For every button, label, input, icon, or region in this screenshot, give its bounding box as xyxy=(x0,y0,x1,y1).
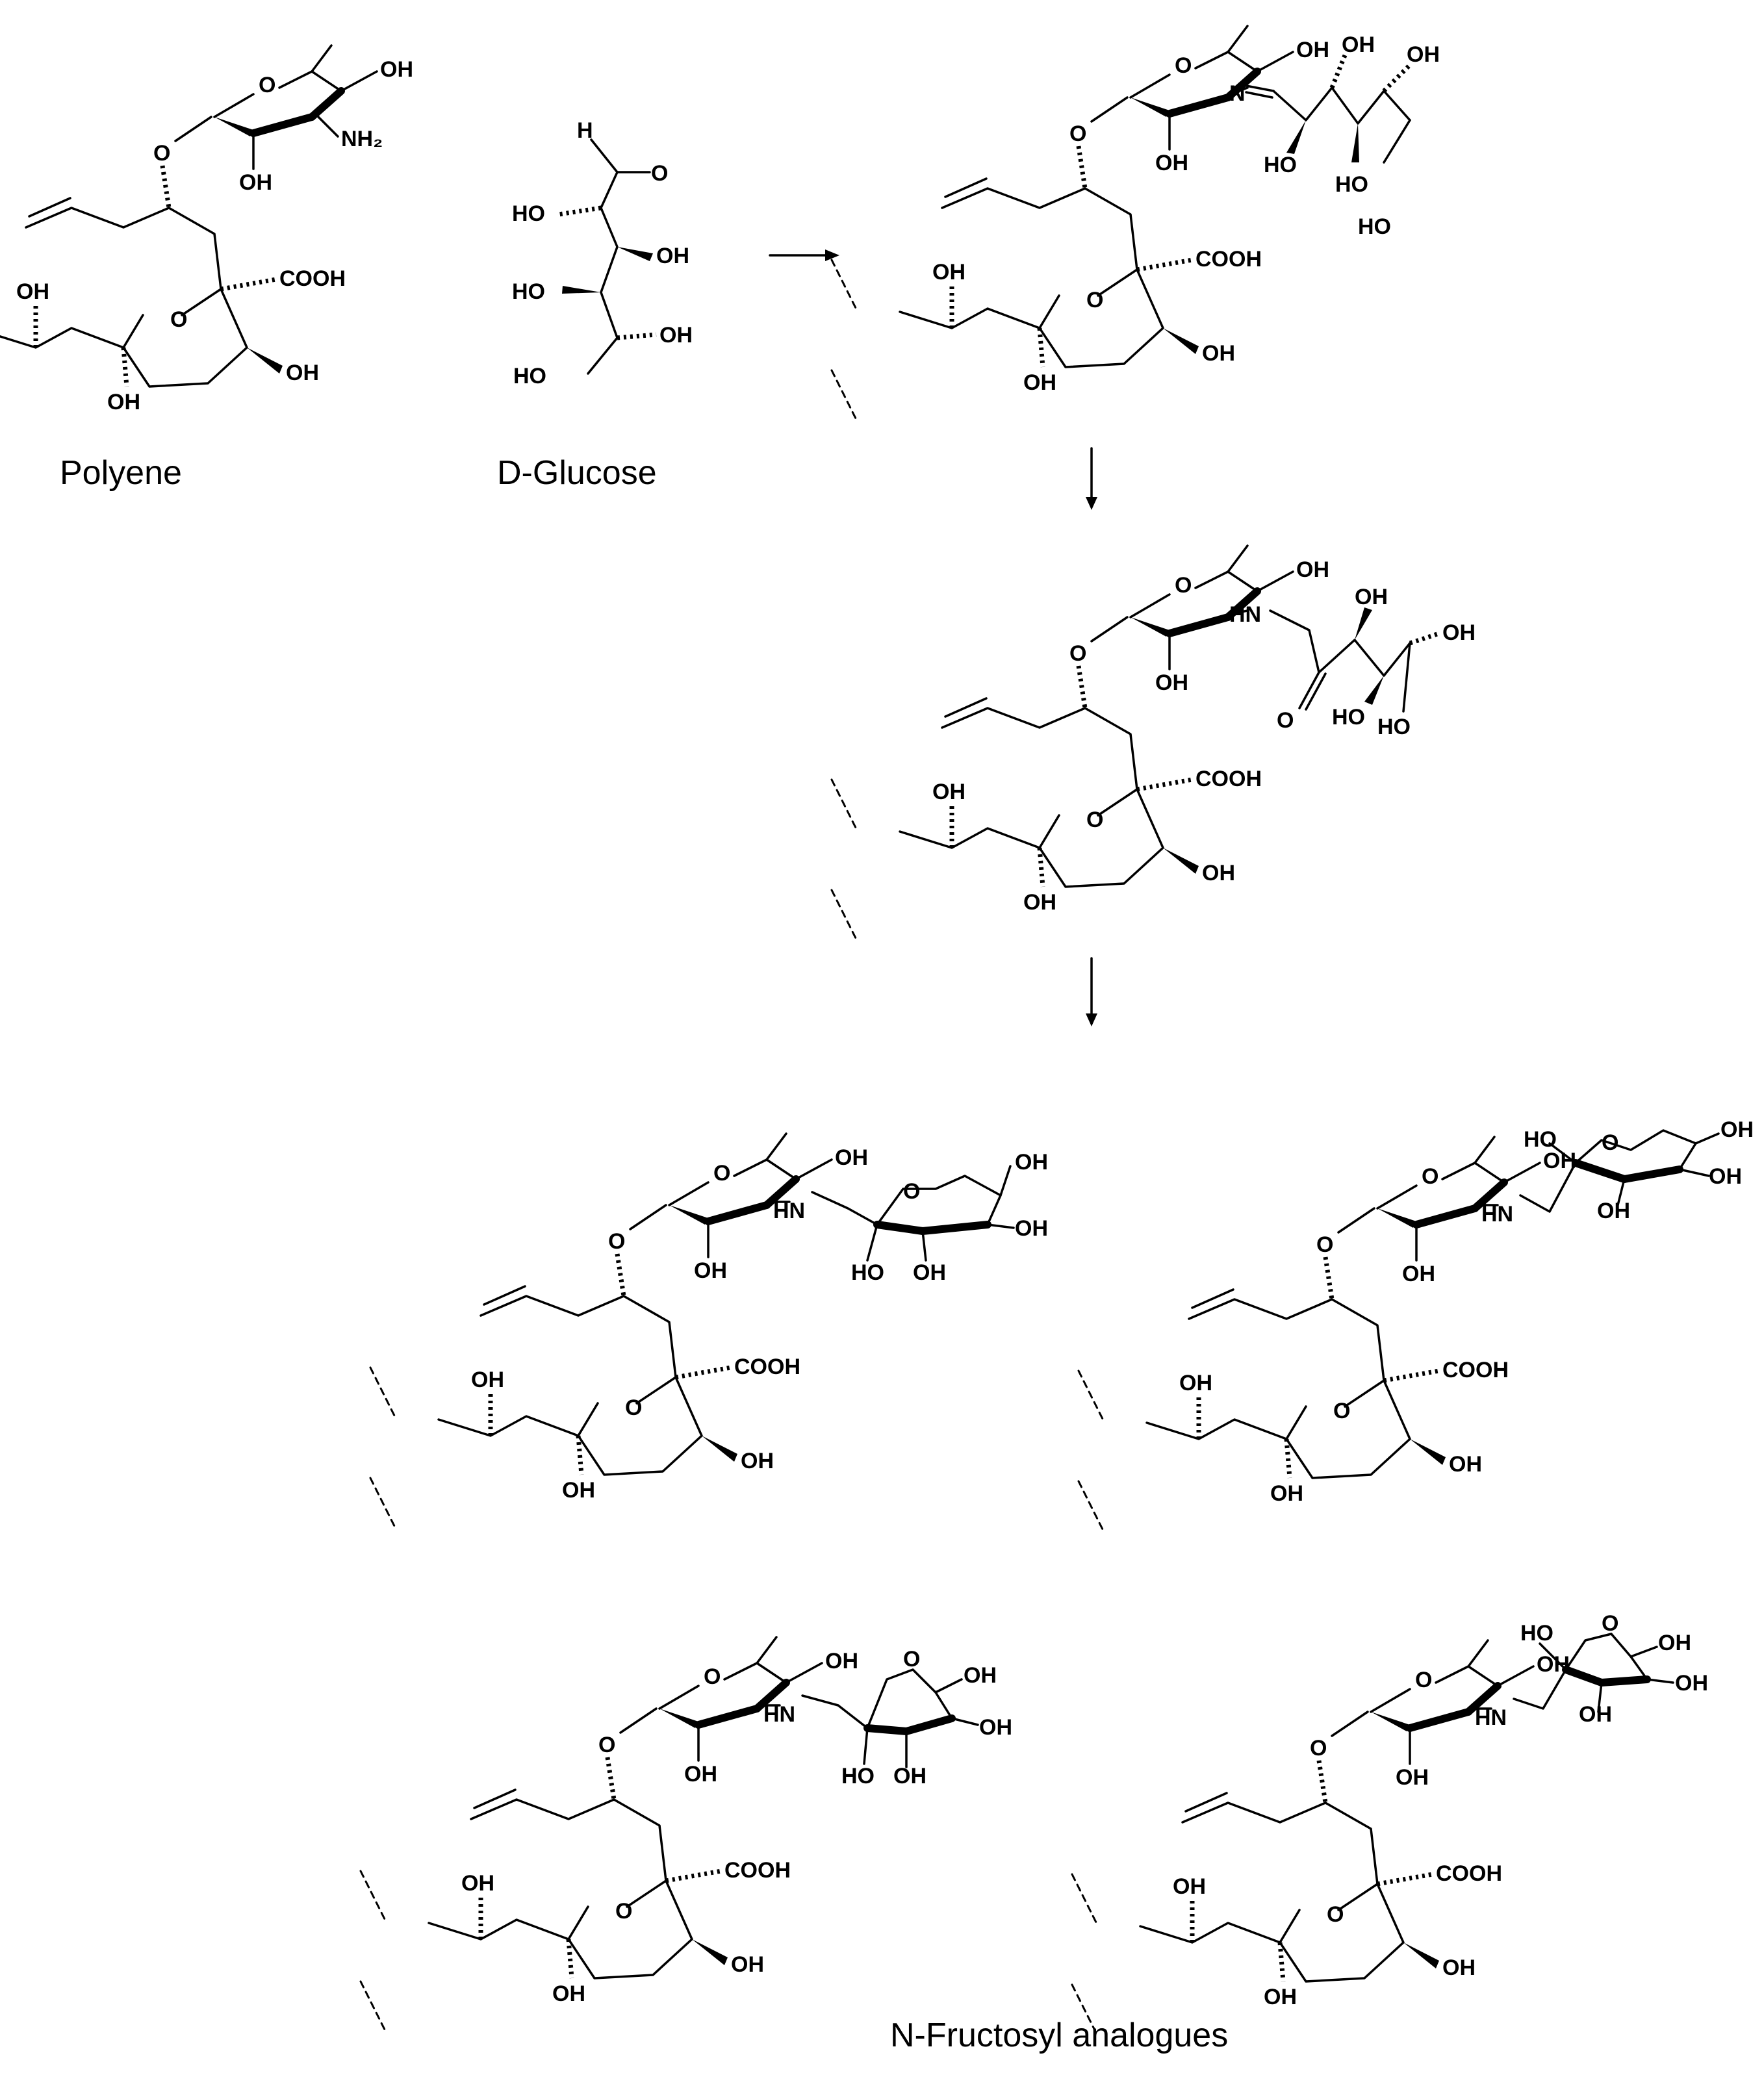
schiff-oh-3: HO xyxy=(1335,172,1368,197)
amadori-oh-3: OH xyxy=(1442,620,1476,645)
amadori-ketone-o: O xyxy=(1277,708,1294,733)
amadori-oh-2: HO xyxy=(1332,705,1365,730)
analogue-1-ring-o: O xyxy=(903,1179,920,1204)
amadori-nh: HN xyxy=(1229,602,1261,627)
analogue-4-nh: HN xyxy=(1475,1705,1507,1730)
analogue-3-oh-d: OH xyxy=(893,1764,927,1789)
analogue-4-oh-d: OH xyxy=(1579,1702,1612,1727)
schiff-oh-2: HO xyxy=(1264,153,1297,177)
analogue-2-oh-b: OH xyxy=(1720,1117,1754,1142)
caption-analogues: N-Fructosyl analogues xyxy=(890,2017,1228,2054)
aldehyde-h: H xyxy=(577,118,593,143)
glucose-c6-oh: HO xyxy=(513,364,546,388)
caption-polyene: Polyene xyxy=(60,454,182,492)
amadori-oh-4: HO xyxy=(1377,715,1411,739)
caption-glucose: D-Glucose xyxy=(497,454,657,492)
amine-label: NH₂ xyxy=(341,127,383,151)
schiff-oh-5: HO xyxy=(1358,214,1391,239)
arrow-rearrangement xyxy=(1086,447,1097,510)
analogue-1-oh-c: HO xyxy=(851,1260,884,1285)
analogue-1-nh: HN xyxy=(773,1199,805,1223)
glucose-c3-oh: OH xyxy=(656,244,689,268)
analogue-1-oh-d: OH xyxy=(913,1260,946,1285)
polyene-structure: NH₂ xyxy=(0,45,413,442)
schiff-oh-1: OH xyxy=(1342,32,1375,57)
analogue-3-oh-a: OH xyxy=(964,1663,997,1688)
analogue-4-oh-a: HO xyxy=(1520,1621,1553,1646)
glucose-structure: H O HO OH HO OH HO xyxy=(512,118,693,388)
schiff-base-structure: N OH HO HO OH HO xyxy=(832,26,1440,422)
glucose-c2-oh: HO xyxy=(512,201,545,226)
analogue-4-ring-o: O xyxy=(1602,1611,1618,1636)
analogue-3-nh: HN xyxy=(763,1702,795,1727)
analogue-2-oh-c: OH xyxy=(1709,1164,1742,1189)
arrow-cyclization xyxy=(1086,957,1097,1026)
analogue-pyranose-alpha: HN O OH OH HO OH xyxy=(370,1134,1048,1530)
analogue-2-oh-d: OH xyxy=(1597,1199,1630,1223)
analogue-2-nh: HN xyxy=(1481,1202,1513,1227)
analogue-3-oh-b: OH xyxy=(979,1715,1012,1740)
arrow-condensation xyxy=(769,249,839,261)
glucose-c4-oh: HO xyxy=(512,279,545,304)
glucose-c5-oh: OH xyxy=(659,323,693,348)
schiff-oh-4: OH xyxy=(1407,42,1440,67)
analogue-furanose-beta: HN O HO OH OH OH xyxy=(1072,1611,1708,2037)
analogue-4-oh-c: OH xyxy=(1675,1671,1708,1696)
amadori-structure: HN O OH HO OH HO xyxy=(832,546,1476,942)
analogue-3-ring-o: O xyxy=(903,1647,920,1672)
analogue-2-ring-o: O xyxy=(1602,1130,1618,1155)
analogue-3-oh-c: HO xyxy=(841,1764,875,1789)
analogue-pyranose-beta: HN O HO OH OH OH xyxy=(1079,1117,1754,1533)
amadori-oh-1: OH xyxy=(1355,585,1388,609)
analogue-2-oh-a: HO xyxy=(1524,1127,1557,1152)
imine-n: N xyxy=(1229,81,1246,106)
analogue-1-oh-b: OH xyxy=(1015,1216,1048,1241)
analogue-furanose-alpha: HN O OH OH HO OH xyxy=(361,1637,1012,2033)
aldehyde-o: O xyxy=(651,161,668,186)
analogue-1-oh-a: OH xyxy=(1015,1150,1048,1175)
analogue-4-oh-b: OH xyxy=(1658,1631,1691,1655)
